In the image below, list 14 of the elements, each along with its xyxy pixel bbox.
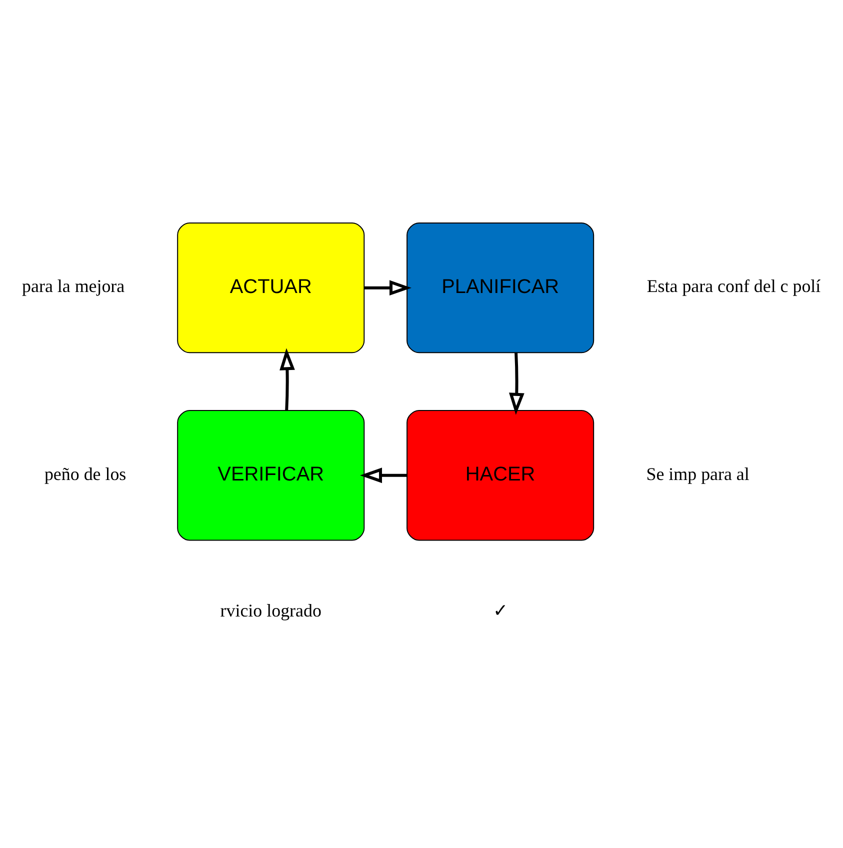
label: Esta para conf del c polí	[646, 276, 821, 296]
node-box: ACTUAR	[177, 222, 365, 353]
label: rvicio logrado	[220, 600, 322, 620]
label: ✓	[492, 600, 508, 620]
label: Se imp para al	[646, 463, 750, 484]
node-box: HACER	[406, 410, 594, 540]
node-box: PLANIFICAR	[406, 222, 594, 353]
label: peño de los	[44, 463, 126, 484]
label: para la mejora	[22, 276, 125, 296]
arrow	[364, 280, 412, 296]
arrow	[360, 467, 407, 483]
node-box: VERIFICAR	[177, 410, 365, 540]
arrow	[508, 352, 524, 414]
arrow	[280, 348, 295, 410]
